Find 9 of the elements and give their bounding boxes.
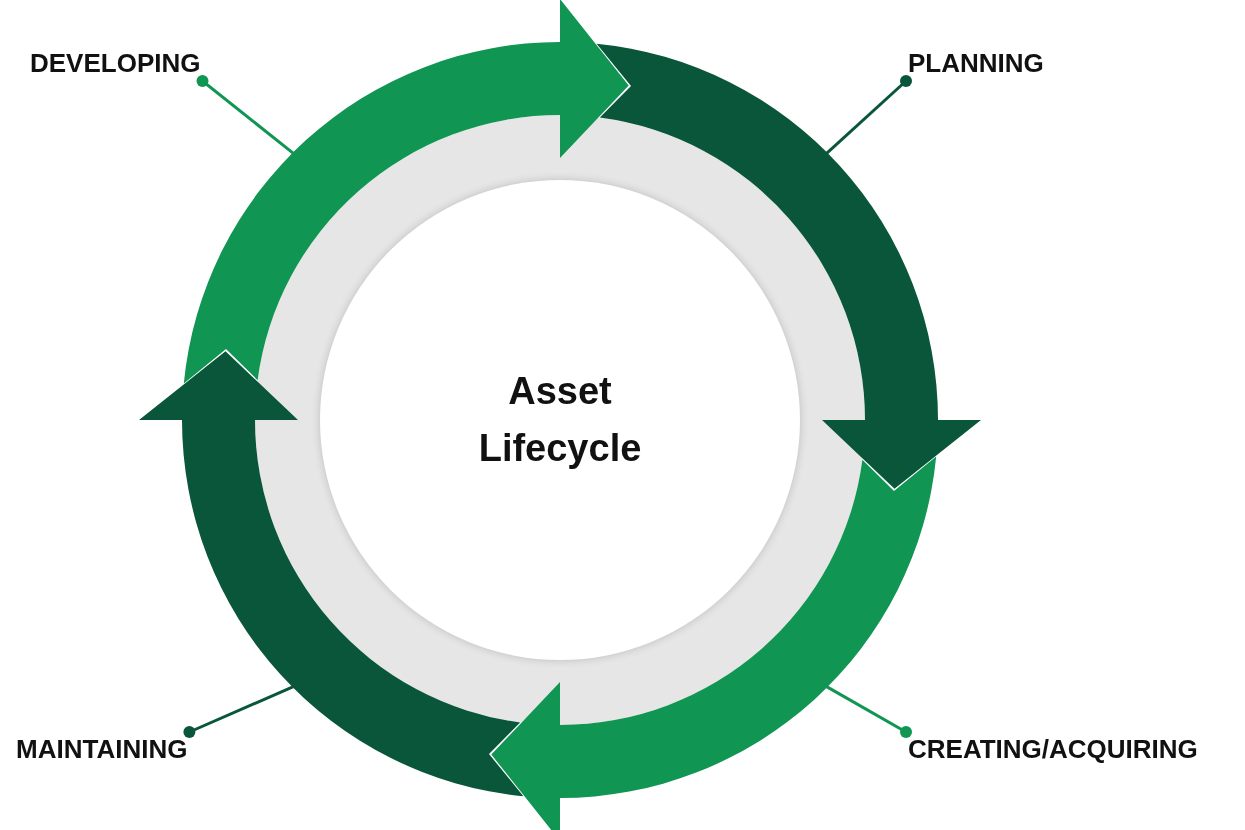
stage-label: CREATING/ACQUIRING <box>908 734 1198 765</box>
stage-label: MAINTAINING <box>16 734 188 765</box>
leader-line <box>825 685 912 738</box>
leader-line <box>196 75 295 155</box>
center-title: Asset Lifecycle <box>477 369 643 471</box>
stage-label: PLANNING <box>908 48 1044 79</box>
stage-label: DEVELOPING <box>30 48 201 79</box>
leader-line <box>183 685 294 738</box>
leader-line <box>825 75 912 155</box>
